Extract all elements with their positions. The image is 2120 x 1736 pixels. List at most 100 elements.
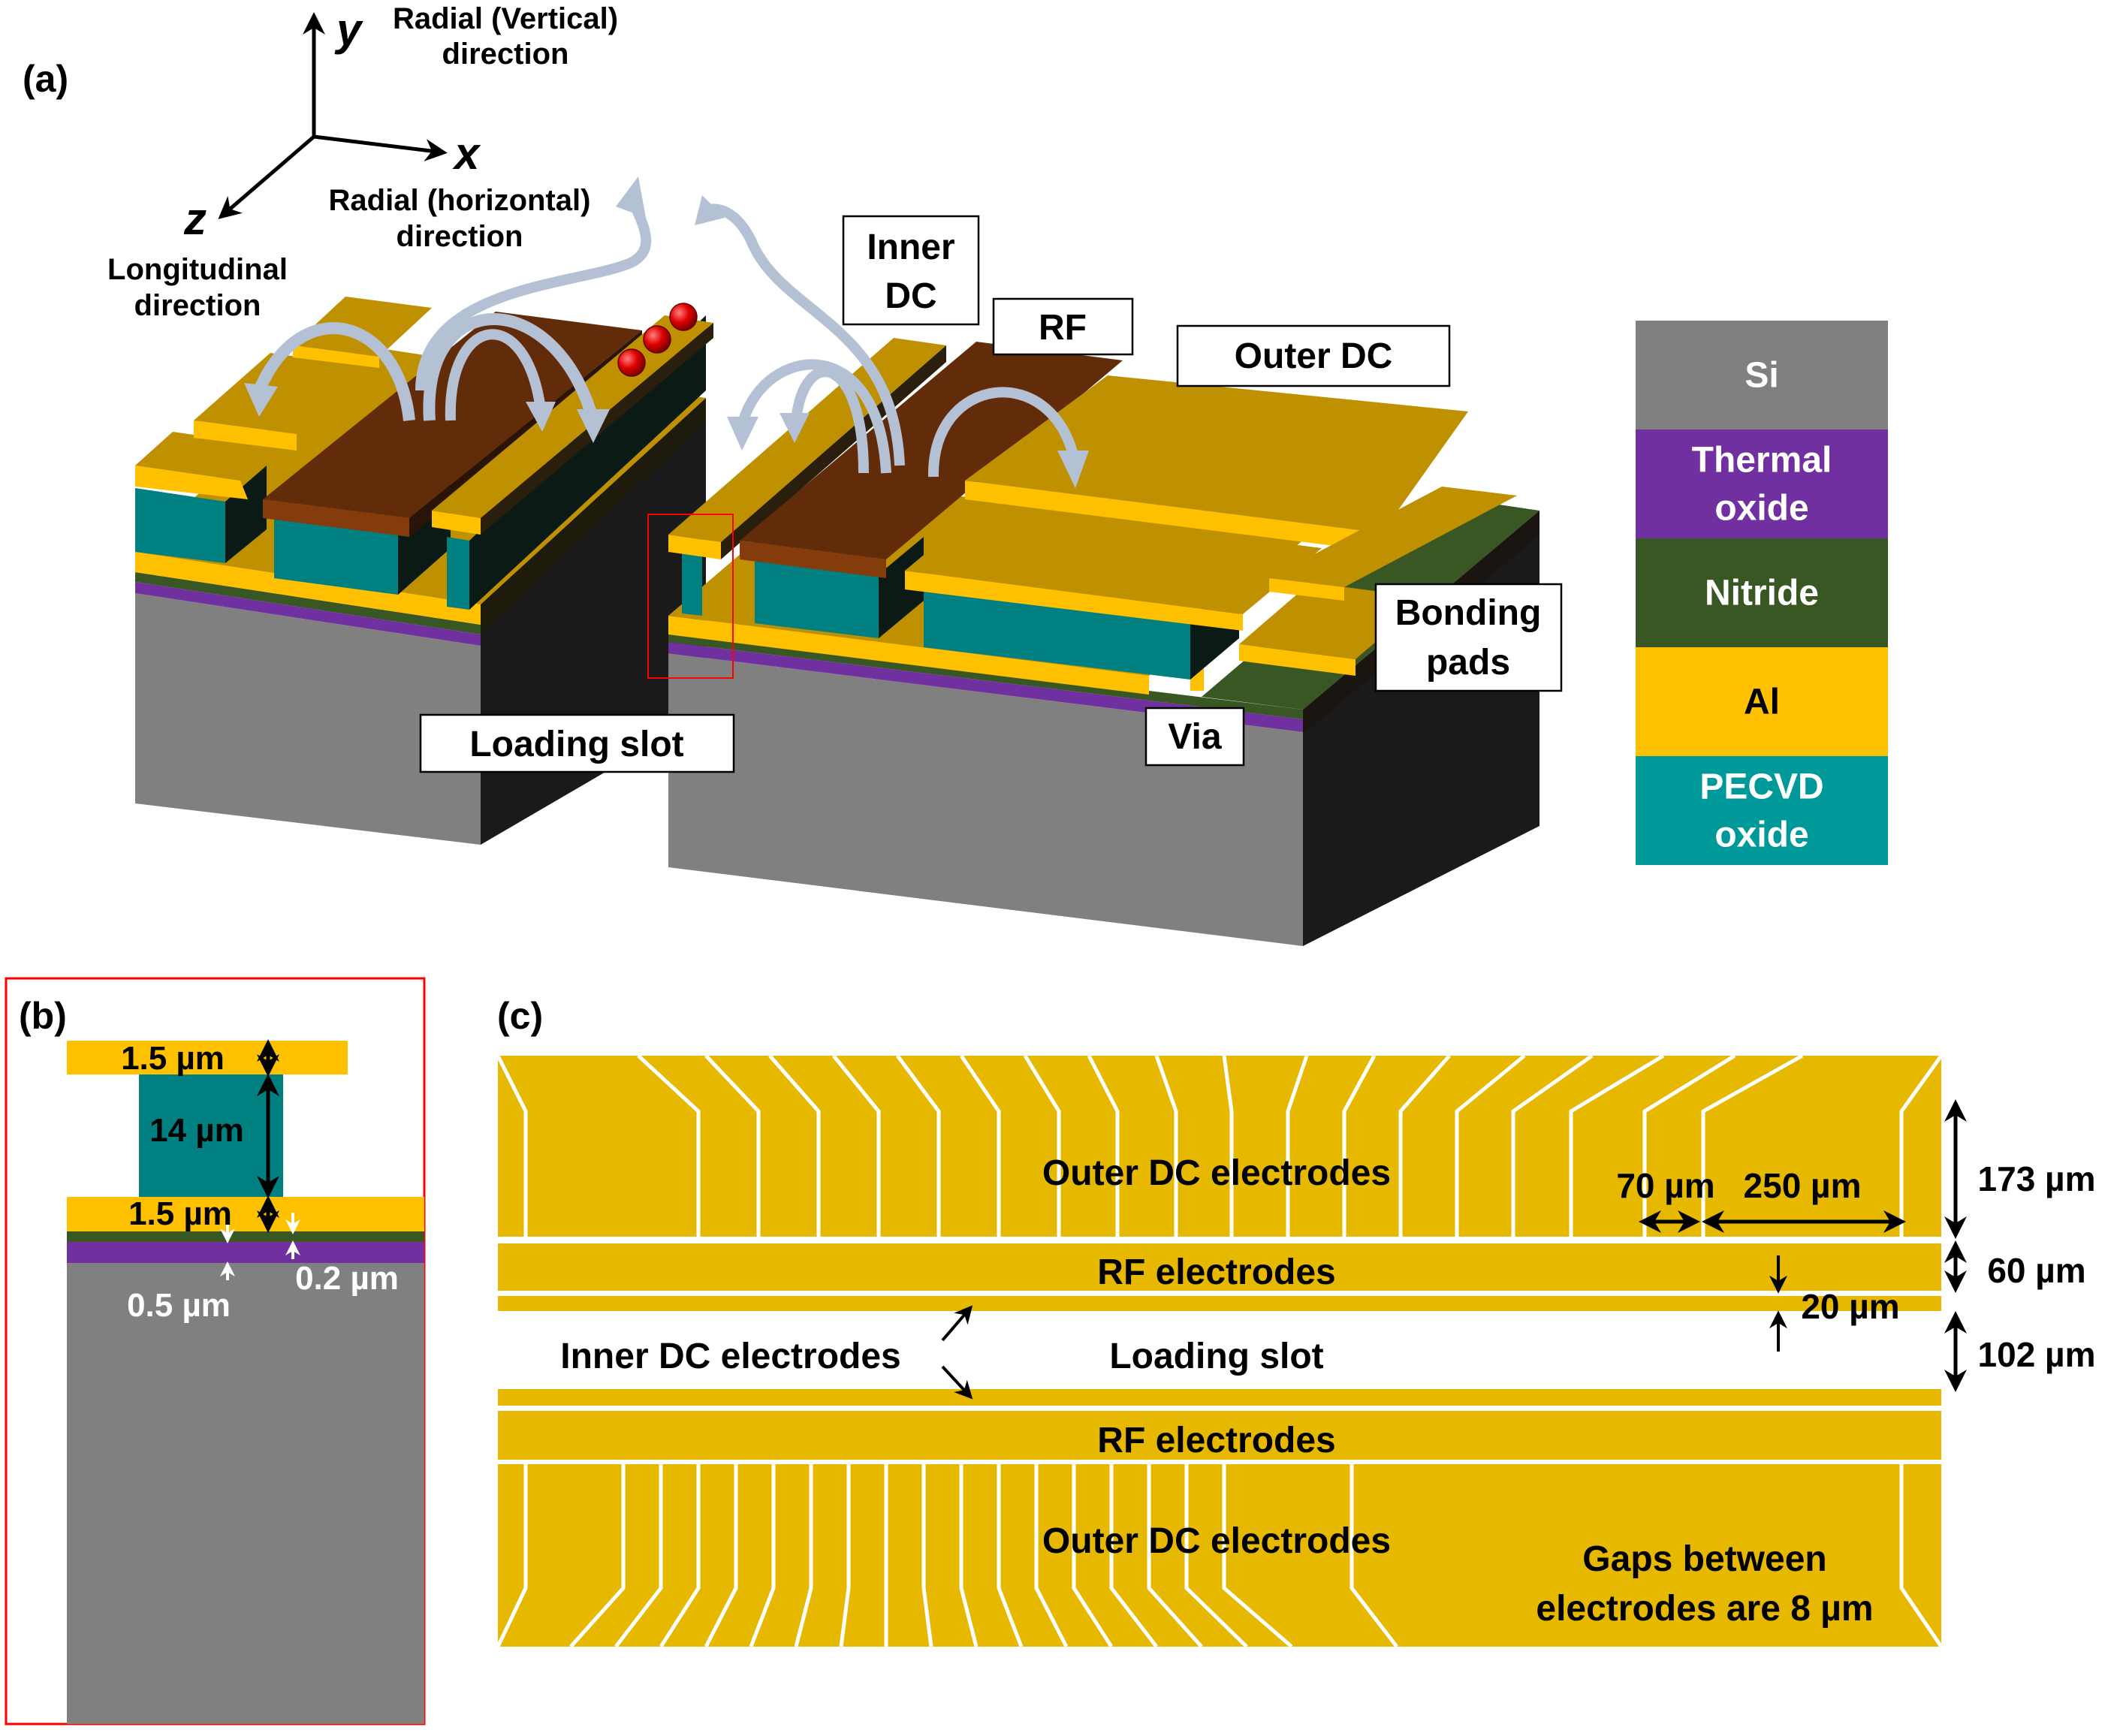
electrode-gap <box>1899 1054 1944 1237</box>
callout-loading-slot-label: Loading slot <box>469 725 683 764</box>
field-arrow <box>445 329 546 421</box>
panel-a: (a) y Radial (Vertical) direction x Radi… <box>23 2 1563 946</box>
left-outer-dc-1 <box>135 466 248 499</box>
arrowhead-icon <box>1057 451 1089 488</box>
panel-b: (b) 1.5 µm 14 µm 1.5 µm 0.5 µm 0.2 µm <box>5 977 426 1725</box>
legend-label: oxide <box>1714 489 1808 529</box>
electrode-gap <box>496 1054 528 1237</box>
left-pecvd-3 <box>447 537 469 610</box>
b-dim-thermal-oxide: 0.5 µm <box>127 1287 231 1324</box>
pointer-arrow-inner-dc-bottom <box>941 1365 973 1400</box>
c-label-loading-slot: Loading slot <box>1109 1337 1323 1376</box>
electrode-gap <box>1342 1054 1377 1237</box>
electrode-gap <box>1147 1464 1203 1648</box>
arrowhead-icon <box>616 176 646 218</box>
y-axis-letter: y <box>334 5 363 55</box>
z-axis-letter: z <box>183 194 207 244</box>
c-label-inner-dc: Inner DC electrodes <box>560 1337 900 1376</box>
x-axis-arrow <box>313 134 448 161</box>
electrode-gap <box>895 1054 941 1237</box>
left-outer-dc-3-top <box>293 297 432 357</box>
electrode-gap <box>1701 1053 1804 1237</box>
arrowhead-icon <box>244 383 278 417</box>
electrode-gap <box>1154 1055 1178 1237</box>
left-inner-dc-front <box>432 511 481 535</box>
field-arrow <box>738 359 891 474</box>
electrode-gap <box>749 1464 776 1647</box>
legend-swatch <box>1636 756 1888 865</box>
outer-dc-band-top <box>498 1056 1941 1237</box>
ion <box>669 303 698 331</box>
left-layer-side <box>481 398 706 634</box>
legend-label: Al <box>1744 683 1780 722</box>
left-pecvd-1-side <box>225 466 267 563</box>
b-bottom-al <box>67 1197 424 1231</box>
legend-label: Si <box>1745 356 1778 396</box>
callout-inner-dc-line2: DC <box>885 276 936 316</box>
electrode-gap <box>1286 1055 1309 1237</box>
right-outer-dc-1-front <box>905 571 1243 631</box>
legend-swatch <box>1636 647 1888 756</box>
c-label-rf-bottom: RF electrodes <box>1097 1421 1335 1460</box>
electrode-gap <box>768 1054 821 1237</box>
left-rf-electrode-front <box>263 499 409 537</box>
ion <box>643 325 671 354</box>
z-axis-subtitle: direction <box>134 289 261 322</box>
left-outer-dc-1-top <box>135 432 278 481</box>
electrode-gap <box>704 1464 738 1648</box>
electrode-gap <box>1455 1054 1526 1237</box>
ion <box>617 348 646 377</box>
b-top-al <box>67 1041 348 1074</box>
right-inner-dc-front <box>668 535 721 559</box>
callout-bonding-pads-line2: pads <box>1426 643 1510 683</box>
legend-label: Thermal <box>1692 441 1832 481</box>
x-axis-subtitle: direction <box>397 220 523 253</box>
b-dim-pecvd: 14 µm <box>149 1112 244 1149</box>
electrode-gap <box>1034 1464 1069 1648</box>
electrode-gap <box>794 1464 813 1647</box>
right-pecvd-rf <box>755 559 879 638</box>
callout-via-label: Via <box>1168 717 1221 757</box>
x-axis-letter: x <box>452 128 481 179</box>
legend-swatch <box>1636 321 1888 429</box>
c-dim-60um: 60 µm <box>1987 1251 2085 1290</box>
right-pecvd-outer <box>924 586 1190 680</box>
field-arrow <box>423 313 599 423</box>
electrode-gap <box>1222 1464 1293 1648</box>
y-axis-title: Radial (Vertical) <box>393 2 618 35</box>
left-bottom-al <box>135 552 481 625</box>
right-si-front <box>668 653 1303 946</box>
left-outer-dc-2-top <box>194 353 375 434</box>
electrode-gap <box>959 1054 1001 1237</box>
electrode-gap <box>704 1054 761 1237</box>
c-label-outer-dc-top: Outer DC electrodes <box>1042 1153 1391 1193</box>
axis-triad: y Radial (Vertical) direction x Radial (… <box>107 2 618 322</box>
left-pecvd-2 <box>274 511 398 595</box>
legend-label: PECVD <box>1699 767 1823 807</box>
c-label-rf-top: RF electrodes <box>1097 1252 1335 1292</box>
panel-a-label: (a) <box>23 58 68 100</box>
right-bottom-al <box>668 616 1149 695</box>
legend-swatch <box>1636 429 1888 538</box>
left-outer-dc-3 <box>293 345 379 368</box>
right-outer-dc-1-top <box>905 505 1322 614</box>
c-label-outer-dc-bottom: Outer DC electrodes <box>1042 1521 1391 1561</box>
c-dim-20um: 20 µm <box>1801 1287 1899 1326</box>
right-outer-dc-4-top <box>1269 487 1517 587</box>
panel-c: (c) Outer DC electrodes RF electrodes In… <box>496 995 2095 1648</box>
pointer-arrow-inner-dc-top <box>941 1305 973 1342</box>
right-chip <box>668 338 1539 946</box>
field-arrow <box>704 203 905 466</box>
callout-bonding-pads-line1: Bonding <box>1395 593 1542 633</box>
electrode-gap <box>1109 1464 1158 1648</box>
electrode-gap <box>1350 1464 1398 1648</box>
electrode-gap <box>614 1464 663 1648</box>
callout-outer-dc-label: Outer DC <box>1235 336 1393 376</box>
arrowhead-icon <box>727 417 758 451</box>
electrode-gap <box>959 1464 979 1647</box>
field-arrow <box>927 387 1079 478</box>
electrode-gap <box>1398 1054 1451 1237</box>
z-axis-arrow <box>218 135 315 219</box>
y-axis-subtitle: direction <box>442 38 569 71</box>
